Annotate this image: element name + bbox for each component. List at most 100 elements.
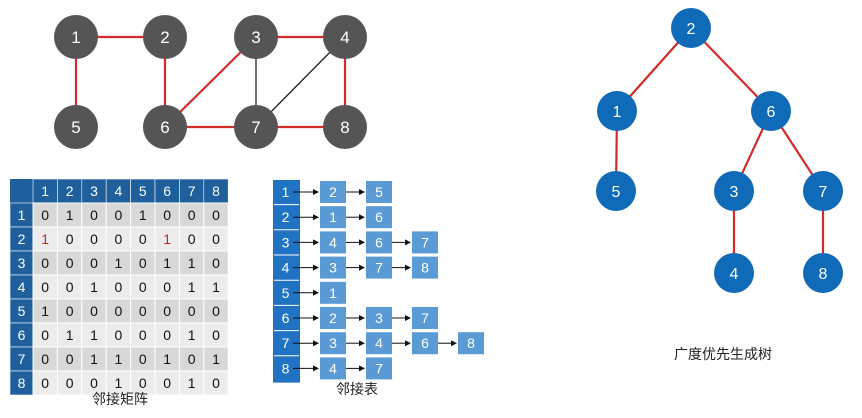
matrix-cell-value: 0 (163, 327, 171, 343)
matrix-row-header-label-7: 7 (18, 351, 26, 367)
matrix-cell-value: 0 (90, 231, 98, 247)
tree-node-label-7: 7 (819, 184, 828, 201)
matrix-cell-value: 0 (66, 351, 74, 367)
list-arrowhead (405, 239, 411, 246)
matrix-cell (81, 202, 107, 228)
graph-node-label-3: 3 (251, 28, 260, 47)
tree-caption: 广度优先生成树 (674, 347, 772, 363)
matrix-cell (154, 298, 180, 324)
matrix-cell (203, 346, 229, 372)
list-head-3: 3 (282, 234, 290, 250)
list-head-2: 2 (282, 209, 290, 225)
matrix-cell-value: 0 (139, 231, 147, 247)
matrix-cell-value: 0 (41, 255, 49, 271)
list-node-label: 2 (329, 310, 337, 326)
matrix-cell-value: 0 (90, 207, 98, 223)
list-node (320, 332, 346, 355)
graph-node-label-2: 2 (160, 28, 169, 47)
matrix-cell (178, 202, 205, 228)
matrix-cell (203, 298, 229, 324)
list-node (366, 357, 392, 380)
matrix-cell-value: 1 (163, 231, 171, 247)
matrix-col-header-label-7: 7 (188, 183, 196, 199)
matrix-cell-value: 0 (212, 255, 220, 271)
matrix-row-header-label-6: 6 (18, 327, 26, 343)
matrix-cell-value: 0 (115, 279, 123, 295)
tree-node-5 (596, 171, 636, 211)
matrix-cell-value: 0 (90, 375, 98, 391)
list-arrowhead (313, 264, 319, 271)
matrix-cell (203, 250, 229, 276)
matrix-cell-value: 1 (188, 327, 196, 343)
matrix-cell-value: 1 (66, 327, 74, 343)
matrix-cell-value: 0 (163, 279, 171, 295)
matrix-cell (105, 298, 132, 324)
matrix-cell-value: 0 (115, 207, 123, 223)
matrix-col-header-label-1: 1 (41, 183, 49, 199)
list-arrowhead (359, 365, 365, 372)
matrix-cell (81, 322, 107, 348)
matrix-cell-value: 0 (139, 375, 147, 391)
tree-node-label-5: 5 (612, 184, 621, 201)
matrix-cell (105, 250, 132, 276)
list-head-4: 4 (282, 260, 290, 276)
matrix-cell-value: 1 (163, 255, 171, 271)
matrix-cell-value: 0 (115, 231, 123, 247)
list-node (412, 256, 438, 279)
matrix-cell-value: 1 (41, 231, 49, 247)
list-node-label: 5 (375, 184, 383, 200)
matrix-col-header-label-2: 2 (66, 183, 74, 199)
list-node (366, 206, 392, 229)
list-node (320, 256, 346, 279)
matrix-cell (130, 202, 156, 228)
list-arrowhead (359, 264, 365, 271)
matrix-caption: 邻接矩阵 (92, 391, 148, 408)
matrix-cell (105, 274, 132, 300)
matrix-col-header-label-4: 4 (115, 183, 123, 199)
list-node (412, 307, 438, 329)
matrix-cell (154, 250, 180, 276)
list-node-label: 1 (329, 209, 337, 225)
matrix-col-header-8 (203, 178, 229, 204)
graph-node-1 (54, 15, 98, 59)
list-node (320, 307, 346, 329)
matrix-cell-value: 0 (188, 231, 196, 247)
graph-node-6 (143, 105, 187, 149)
matrix-cell-value: 1 (66, 207, 74, 223)
matrix-cell-value: 0 (212, 303, 220, 319)
matrix-cell-value: 0 (212, 207, 220, 223)
list-node (458, 332, 484, 355)
matrix-cell-value: 0 (212, 375, 220, 391)
list-node-label: 3 (375, 310, 383, 326)
matrix-cell-value: 0 (139, 279, 147, 295)
matrix-col-header-label-6: 6 (163, 183, 171, 199)
matrix-cell-value: 1 (90, 279, 98, 295)
list-node (320, 206, 346, 229)
matrix-row-header-label-3: 3 (18, 255, 26, 271)
matrix-cell (178, 346, 205, 372)
list-node (366, 332, 392, 355)
matrix-row-header-label-1: 1 (18, 207, 26, 223)
matrix-col-header-label-8: 8 (212, 183, 220, 199)
tree-node-label-4: 4 (730, 266, 739, 283)
matrix-corner (10, 179, 33, 203)
matrix-cell (178, 370, 205, 396)
matrix-cell (105, 370, 132, 396)
matrix-row-header-label-8: 8 (18, 375, 26, 391)
list-node (320, 281, 346, 304)
tree-edges (614, 27, 825, 273)
matrix-cell (130, 370, 156, 396)
matrix-cell (56, 250, 83, 276)
list-node (320, 357, 346, 380)
tree-node-label-3: 3 (730, 184, 739, 201)
graph-node-4 (323, 15, 367, 59)
matrix-row-header-label-2: 2 (18, 231, 26, 247)
matrix-cell-value: 0 (212, 327, 220, 343)
list-node (412, 231, 438, 254)
graph-node-8 (323, 105, 367, 149)
list-node-label: 3 (329, 260, 337, 276)
matrix-cell-value: 1 (90, 327, 98, 343)
list-arrowhead (359, 239, 365, 246)
matrix-cell-value: 0 (41, 375, 49, 391)
graph-edges (74, 35, 347, 129)
